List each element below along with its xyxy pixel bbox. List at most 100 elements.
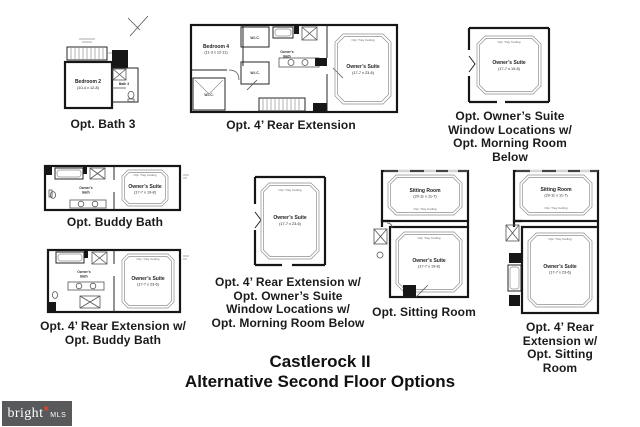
room-dim-owners-suite: (17-7 x 19-8) bbox=[498, 67, 520, 71]
room-label-sitting-room: Sitting Room bbox=[540, 187, 572, 193]
tray-ceiling-outline bbox=[334, 33, 392, 105]
caption-rear-sitting-room: Opt. 4’ Rear Extension w/ Opt. Sitting R… bbox=[522, 320, 598, 375]
bathtub-icon bbox=[507, 264, 522, 292]
tray-ceiling-outline bbox=[476, 35, 542, 95]
tray-ceiling-label: Opt. Tray Ceiling bbox=[417, 236, 440, 240]
caption-rear-window-locations: Opt. 4’ Rear Extension w/ Opt. Owner’s S… bbox=[211, 275, 365, 330]
tray-ceiling-outline bbox=[260, 182, 320, 260]
wic-bottom-left: W.I.C. bbox=[192, 77, 226, 111]
wall-block bbox=[403, 285, 416, 297]
room-label-owners-suite: Owner’s Suite bbox=[492, 60, 526, 66]
plan-rear-extension-drawing: Bedroom 4 (11-3 x 12-11) W.I.C. Owner’s … bbox=[189, 23, 399, 114]
plan-buddy-bath-drawing: Owner’s Bath Opt. Tray Ceiling Owner’s S… bbox=[43, 164, 189, 212]
sink-icon bbox=[376, 251, 384, 259]
room-label-wic: W.I.C. bbox=[250, 71, 259, 75]
caption-buddy-bath: Opt. Buddy Bath bbox=[66, 215, 164, 229]
logo-asterisk-icon: ✱ bbox=[43, 406, 50, 413]
wall-block bbox=[84, 250, 88, 258]
room-dim-sitting-room: (20-11 x 11-7) bbox=[413, 195, 437, 199]
room-label-owners: Owner’s bbox=[79, 186, 92, 190]
room-label-owners-suite: Owner’s Suite bbox=[543, 264, 577, 270]
bathtub-icon bbox=[272, 26, 294, 39]
door-swing bbox=[127, 15, 149, 37]
tray-ceiling-outline bbox=[387, 174, 463, 216]
wall-block bbox=[313, 103, 327, 112]
hall-fixtures bbox=[505, 224, 522, 306]
shower-icon bbox=[505, 224, 520, 242]
caption-bath3: Opt. Bath 3 bbox=[70, 117, 136, 131]
plan-window-locations-drawing: Opt. Tray Ceiling Owner’s Suite (17-7 x … bbox=[467, 26, 551, 104]
room-label-owners-suite: Owner’s Suite bbox=[412, 258, 446, 264]
exterior-wall bbox=[253, 175, 327, 267]
shower-icon bbox=[112, 68, 127, 81]
caption-window-locations: Opt. Owner’s Suite Window Locations w/ O… bbox=[448, 109, 572, 164]
owners-suite-room: Opt. Tray Ceiling Owner’s Suite (17-7 x … bbox=[388, 225, 470, 299]
side-note-marks bbox=[183, 255, 189, 260]
sitting-room: Sitting Room (20-11 x 11-7) Opt. Tray Ce… bbox=[512, 169, 600, 223]
shower-icon bbox=[79, 295, 101, 309]
room-dim-owners-suite: (17-7 x 23-6) bbox=[352, 71, 374, 75]
room-label-owners-suite: Owner’s Suite bbox=[131, 276, 165, 282]
caption-sitting-room: Opt. Sitting Room bbox=[372, 305, 476, 319]
tray-ceiling-label: Opt. Tray Ceiling bbox=[544, 206, 567, 210]
stairs bbox=[66, 38, 118, 61]
shower-icon bbox=[301, 26, 318, 41]
tray-ceiling-label: Opt. Tray Ceiling bbox=[278, 188, 301, 192]
tray-ceiling-label: Opt. Tray Ceiling bbox=[413, 207, 436, 211]
room-dim-owners-suite: (17-7 x 19-8) bbox=[418, 265, 440, 269]
tray-ceiling-outline bbox=[519, 174, 593, 216]
vanity-icon bbox=[67, 281, 105, 291]
toilet-icon bbox=[127, 91, 135, 102]
room-label-bedroom4: Bedroom 4 bbox=[203, 44, 229, 50]
wall-block bbox=[48, 302, 56, 312]
door-swing bbox=[228, 67, 344, 91]
room-dim-sitting-room: (20-11 x 11-7) bbox=[544, 194, 568, 198]
shower-icon bbox=[373, 228, 388, 245]
room-label-wic: W.I.C. bbox=[204, 93, 213, 97]
caption-rear-extension: Opt. 4’ Rear Extension bbox=[226, 118, 356, 132]
owners-suite-room: Opt. Tray Ceiling Owner’s Suite (17-7 x … bbox=[326, 25, 392, 112]
plan-rear-sitting-room-drawing: Sitting Room (20-11 x 11-7) Opt. Tray Ce… bbox=[505, 169, 600, 315]
caption-rear-buddy-bath: Opt. 4’ Rear Extension w/ Opt. Buddy Bat… bbox=[40, 319, 186, 347]
wall-block bbox=[112, 50, 128, 68]
bedroom2-room: Bedroom 2 (10-4 x 12-8) bbox=[63, 60, 114, 110]
room-dim-owners-suite: (17-7 x 23-6) bbox=[279, 222, 301, 226]
sheet-title: Castlerock II Alternative Second Floor O… bbox=[185, 352, 455, 391]
toilet-icon bbox=[51, 291, 58, 299]
room-label-owners: Owner’s bbox=[280, 50, 293, 54]
door-swing bbox=[415, 284, 429, 298]
vanity-icon bbox=[69, 199, 107, 209]
tray-ceiling-outline bbox=[121, 169, 169, 207]
room-label-bath: Bath bbox=[80, 275, 88, 279]
room-label-wic: W.I.C. bbox=[250, 36, 259, 40]
bath3-room: Bath 3 bbox=[111, 67, 139, 103]
tray-ceiling-label: Opt. Tray Ceiling bbox=[548, 237, 571, 241]
room-dim-owners-suite: (17-7 x 19-8) bbox=[134, 191, 156, 195]
wic-top: W.I.C. bbox=[240, 26, 270, 48]
wic-middle: W.I.C. bbox=[240, 61, 270, 85]
shower-icon bbox=[91, 251, 108, 265]
room-dim-owners-suite: (17-7 x 23-6) bbox=[137, 283, 159, 287]
room-label-owners-suite: Owner’s Suite bbox=[128, 184, 162, 190]
wall-block bbox=[315, 58, 327, 66]
room-label-bath: Bath bbox=[82, 191, 90, 195]
side-note-marks bbox=[183, 174, 189, 179]
wall-block bbox=[83, 166, 87, 174]
tray-ceiling-outline bbox=[395, 231, 463, 293]
room-label-sitting-room: Sitting Room bbox=[409, 188, 441, 194]
hall-fixtures bbox=[373, 222, 393, 259]
tray-ceiling-label: Opt. Tray Ceiling bbox=[351, 38, 374, 42]
plan-bath3-drawing: Bedroom 2 (10-4 x 12-8) Bath 3 bbox=[63, 15, 149, 110]
tray-ceiling-label: Opt. Tray Ceiling bbox=[497, 40, 520, 44]
room-dim-bedroom2: (10-4 x 12-8) bbox=[77, 86, 99, 90]
toilet-icon bbox=[48, 189, 56, 199]
room-label-bath3: Bath 3 bbox=[119, 82, 129, 86]
wall-block bbox=[45, 166, 52, 175]
room-label-bedroom2: Bedroom 2 bbox=[75, 79, 101, 85]
owners-suite-room: Opt. Tray Ceiling Owner’s Suite (17-7 x … bbox=[520, 225, 600, 315]
room-label-owners-suite: Owner’s Suite bbox=[346, 64, 380, 70]
bathtub-icon bbox=[55, 251, 85, 264]
wall-block bbox=[509, 295, 520, 306]
room-dim-bedroom4: (11-3 x 12-11) bbox=[204, 51, 228, 55]
